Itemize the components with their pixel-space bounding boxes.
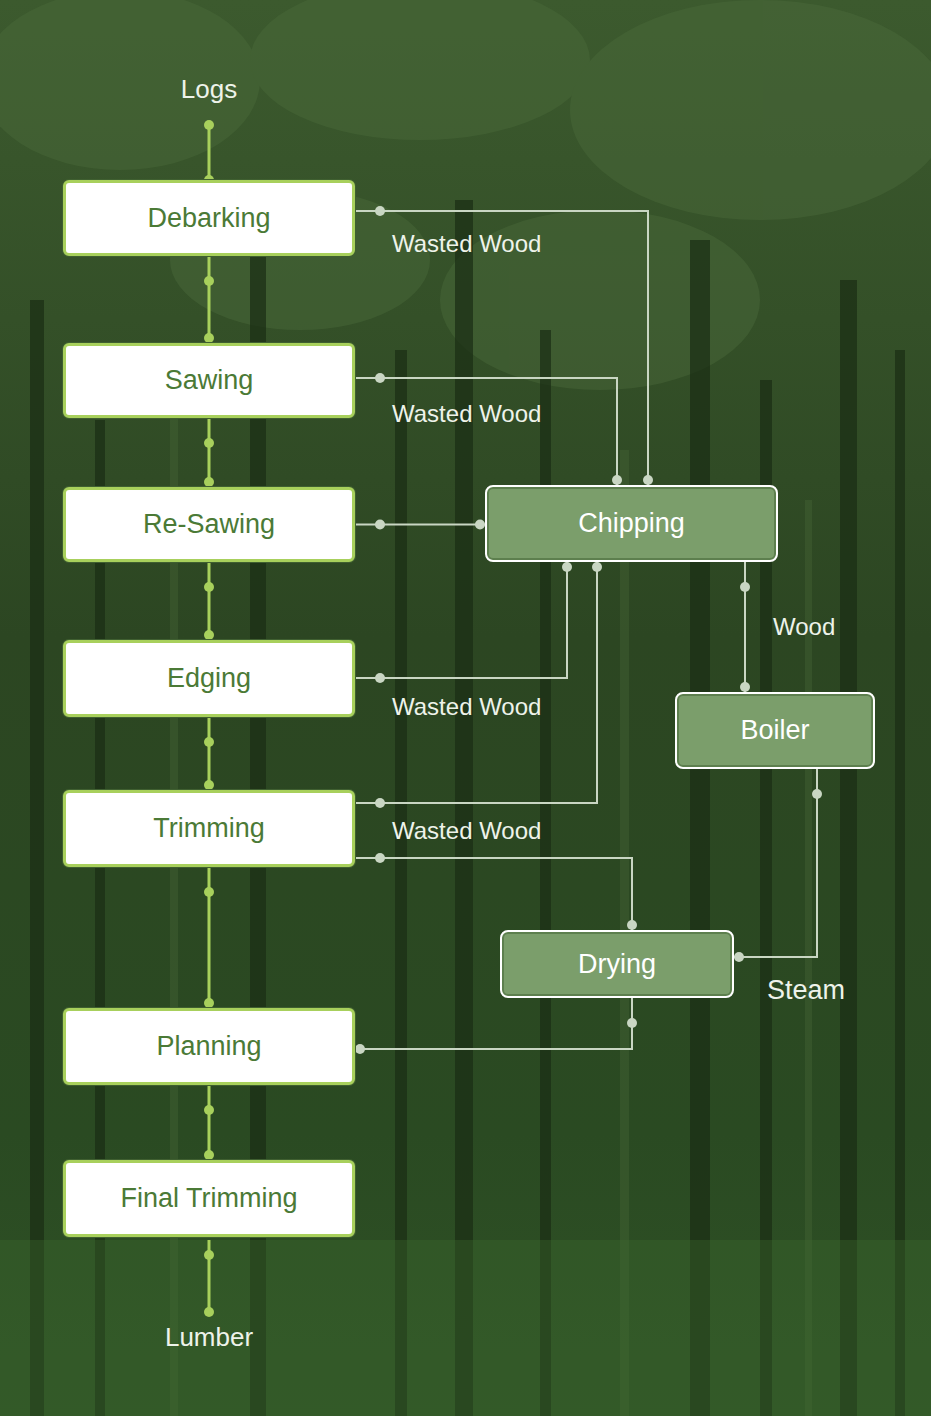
connector-dot [740, 582, 750, 592]
connector-dot [375, 520, 385, 530]
connector-line [208, 562, 211, 640]
connector-dot [375, 206, 385, 216]
connector-line [355, 524, 485, 526]
process-box-dark: Chipping [485, 485, 778, 562]
process-box: Edging [63, 640, 355, 717]
leader-dot [204, 1250, 214, 1260]
connector-dot [204, 630, 214, 640]
connector-line [355, 562, 567, 678]
box-label: Chipping [578, 507, 685, 539]
box-label: Boiler [740, 714, 809, 746]
connector-dot [612, 475, 622, 485]
edge-label: Wasted Wood [392, 817, 541, 846]
edge-label: Steam [767, 974, 845, 1006]
connector-dot [375, 373, 385, 383]
flow-connector [204, 256, 214, 343]
waste-connector [355, 562, 572, 683]
edge-label: Wood [773, 613, 835, 642]
box-label: Trimming [153, 812, 265, 844]
connector-line [744, 562, 746, 692]
connector-line [355, 998, 632, 1049]
connector-line [208, 418, 211, 487]
leader-dot [204, 1307, 214, 1317]
connector-line [734, 769, 817, 957]
connector-dot [204, 276, 214, 286]
connector-dot [204, 998, 214, 1008]
connector-dot [592, 562, 602, 572]
box-label: Debarking [147, 202, 270, 234]
connector-dot [627, 920, 637, 930]
process-box: Planning [63, 1008, 355, 1085]
box-label: Final Trimming [120, 1182, 297, 1214]
flow-connector [204, 1085, 214, 1160]
connector-line [355, 858, 632, 930]
connector-line [208, 256, 211, 343]
edge-label: Wasted Wood [392, 693, 541, 722]
connector-line [208, 1085, 211, 1160]
waste-connector [355, 373, 622, 485]
connector-dot [375, 798, 385, 808]
edge-label: Wasted Wood [392, 230, 541, 259]
waste-connector [734, 769, 822, 962]
connector-dot [204, 477, 214, 487]
waste-connector [355, 853, 637, 930]
connector-dot [204, 333, 214, 343]
connector-dot [812, 789, 822, 799]
process-box: Re-Sawing [63, 487, 355, 562]
edge-label: Wasted Wood [392, 400, 541, 429]
flow-connector [204, 717, 214, 790]
connector-dot [627, 1018, 637, 1028]
box-label: Edging [167, 662, 251, 694]
connector-dot [204, 1150, 214, 1160]
connector-dot [204, 582, 214, 592]
flow-connector [204, 562, 214, 640]
box-label: Planning [156, 1030, 261, 1062]
process-box-dark: Drying [500, 930, 734, 998]
connector-dot [204, 737, 214, 747]
waste-connector [740, 562, 750, 692]
connector-dot [204, 780, 214, 790]
waste-connector [355, 206, 653, 485]
connector-dot [375, 673, 385, 683]
box-label: Re-Sawing [143, 508, 275, 540]
process-box: Trimming [63, 790, 355, 867]
leader-line [208, 125, 211, 180]
connector-dot [204, 438, 214, 448]
connector-dot [643, 475, 653, 485]
connector-dot [562, 562, 572, 572]
flow-connector [204, 418, 214, 487]
connector-line [355, 211, 648, 485]
connector-line [208, 717, 211, 790]
connector-dot [475, 520, 485, 530]
connector-dot [734, 952, 744, 962]
box-label: Sawing [165, 364, 254, 396]
connector-dot [355, 1044, 365, 1054]
box-label: Drying [578, 948, 656, 980]
process-box: Final Trimming [63, 1160, 355, 1237]
waste-connector [355, 562, 602, 808]
connector-dot [204, 1105, 214, 1115]
connector-line [355, 562, 597, 803]
process-box: Debarking [63, 180, 355, 256]
io-label: Lumber [165, 1322, 253, 1353]
connector-dot [204, 887, 214, 897]
waste-connector [355, 520, 485, 530]
leader-dot [204, 120, 214, 130]
connector-dot [740, 682, 750, 692]
connector-dot [375, 853, 385, 863]
connector-line [355, 378, 617, 485]
io-label: Logs [181, 74, 237, 105]
process-box: Sawing [63, 343, 355, 418]
waste-connector [355, 998, 637, 1054]
flow-connector [204, 867, 214, 1008]
process-box-dark: Boiler [675, 692, 875, 769]
